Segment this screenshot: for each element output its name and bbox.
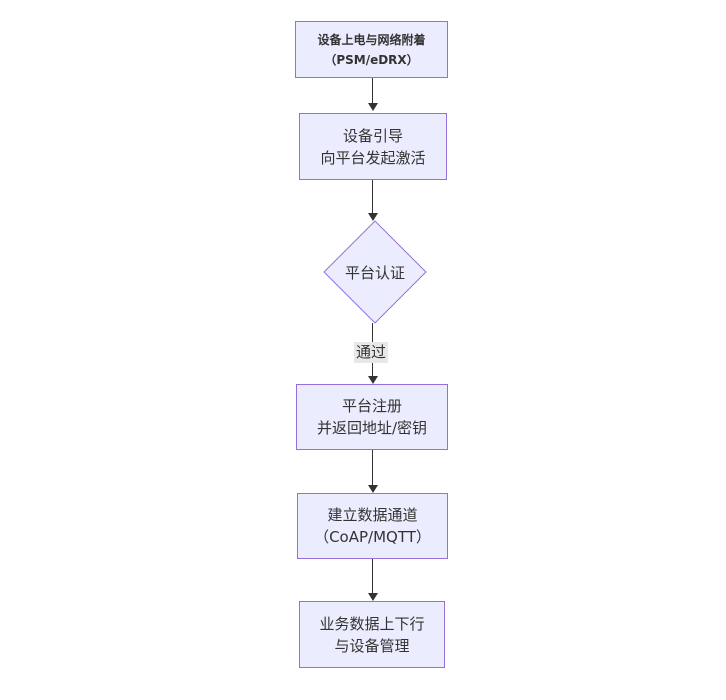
node-label-line: 向平台发起激活	[320, 148, 426, 167]
arrowhead-icon	[368, 593, 378, 601]
edge-line-4	[372, 450, 373, 486]
edge-line-1	[372, 78, 373, 104]
node-business-data: 业务数据上下行 与设备管理	[299, 601, 445, 668]
node-label-line: 业务数据上下行	[319, 614, 425, 633]
node-platform-register: 平台注册 并返回地址/密钥	[296, 384, 448, 450]
arrowhead-icon	[368, 485, 378, 493]
node-power-network-attach: 设备上电与网络附着 （PSM/eDRX）	[295, 21, 448, 78]
node-label-line: 设备上电与网络附着	[317, 32, 426, 47]
node-data-channel: 建立数据通道 （CoAP/MQTT）	[297, 493, 448, 559]
decision-platform-auth: 平台认证	[324, 221, 426, 323]
edge-label-pass: 通过	[353, 342, 389, 363]
node-label-line: 与设备管理	[334, 636, 410, 655]
decision-label: 平台认证	[344, 263, 405, 282]
node-label-line: 并返回地址/密钥	[316, 419, 428, 437]
arrowhead-icon	[368, 103, 378, 111]
node-label-line: （PSM/eDRX）	[324, 52, 419, 67]
node-label-line: 设备引导	[342, 126, 403, 145]
node-device-bootstrap: 设备引导 向平台发起激活	[299, 113, 447, 180]
edge-line-5	[372, 559, 373, 594]
node-label-line: 平台注册	[341, 397, 402, 415]
arrowhead-icon	[368, 213, 378, 221]
edge-line-2	[372, 180, 373, 214]
node-label-line: （CoAP/MQTT）	[314, 528, 431, 546]
node-label-line: 建立数据通道	[327, 506, 418, 524]
arrowhead-icon	[368, 376, 378, 384]
